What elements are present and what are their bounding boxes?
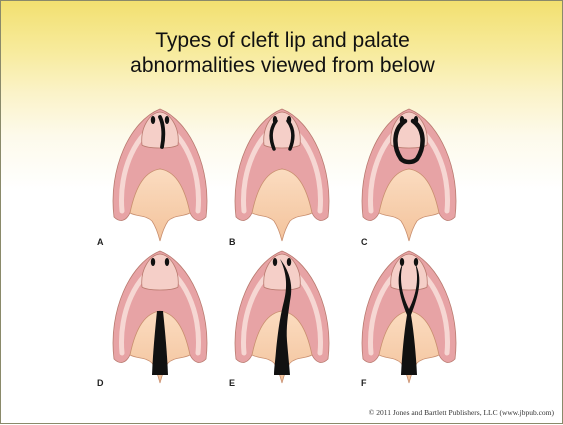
panel-c bbox=[362, 109, 456, 241]
panel-label-d: D bbox=[97, 378, 104, 388]
panel-label-f: F bbox=[361, 378, 367, 388]
panel-a bbox=[113, 109, 207, 241]
panel-label-b: B bbox=[229, 237, 236, 247]
panel-f bbox=[362, 251, 456, 383]
copyright-notice: © 2011 Jones and Bartlett Publishers, LL… bbox=[369, 408, 554, 417]
panel-e bbox=[235, 251, 329, 383]
panel-label-e: E bbox=[229, 378, 235, 388]
panel-label-a: A bbox=[97, 237, 104, 247]
panel-b bbox=[235, 109, 329, 241]
panel-d bbox=[113, 251, 207, 383]
panel-label-c: C bbox=[361, 237, 368, 247]
